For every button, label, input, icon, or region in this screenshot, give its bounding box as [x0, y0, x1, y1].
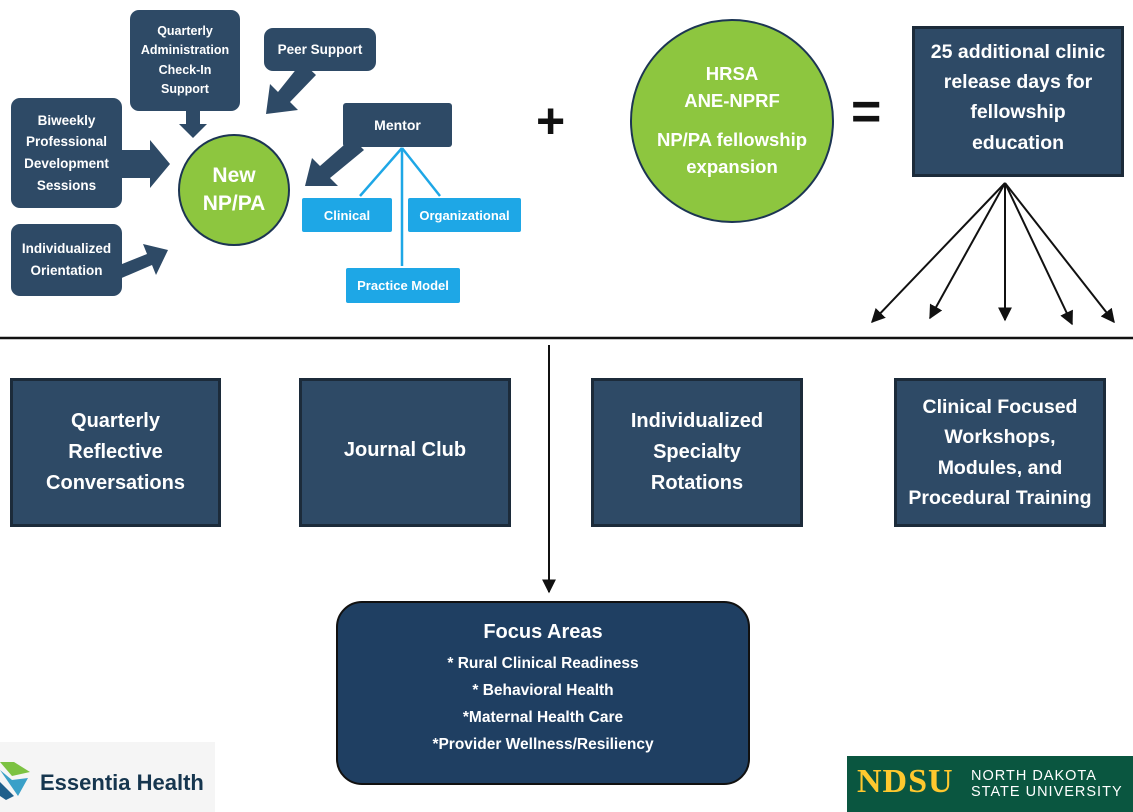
fan-arrows [871, 182, 1115, 326]
plus-sign: + [536, 93, 566, 149]
focus-item: *Maternal Health Care [462, 709, 624, 727]
component-specialty-rotations: Individualized Specialty Rotations [591, 378, 803, 527]
component-quarterly-reflective: Quarterly Reflective Conversations [10, 378, 221, 527]
ndsu-line2: STATE UNIVERSITY [971, 784, 1123, 800]
essentia-leaf-icon [0, 762, 30, 800]
thick-arrow-from-mentor [305, 138, 364, 186]
focus-areas-box: Focus Areas * Rural Clinical Readiness *… [336, 601, 750, 785]
thick-arrow-from-orientation [112, 244, 168, 280]
ndsu-line1: NORTH DAKOTA [971, 768, 1097, 784]
component-journal-club: Journal Club [299, 378, 511, 527]
result-box: 25 additional clinic release days for fe… [912, 26, 1124, 177]
focus-item: *Provider Wellness/Resiliency [432, 736, 654, 754]
thick-arrow-from-biweekly [122, 140, 170, 188]
new-np-pa-circle: New NP/PA [178, 134, 290, 246]
focus-item: * Rural Clinical Readiness [447, 655, 639, 672]
essentia-health-text: Essentia Health [40, 770, 204, 795]
individualized-orientation-box: Individualized Orientation [11, 224, 122, 296]
thick-arrow-from-peer-support [266, 62, 316, 114]
equals-sign: = [851, 83, 882, 141]
mentor-branch-lines [359, 147, 441, 266]
biweekly-box: Biweekly Professional Development Sessio… [11, 98, 122, 208]
clinical-box: Clinical [302, 198, 392, 232]
new-label: New [212, 163, 256, 187]
ndsu-logo: NDSU NORTH DAKOTA STATE UNIVERSITY [847, 756, 1133, 812]
quarterly-admin-box: Quarterly Administration Check-In Suppor… [130, 10, 240, 111]
hrsa-circle: HRSA ANE-NPRF NP/PA fellowship expansion [630, 19, 834, 223]
thick-arrow-from-quarterly-admin [179, 111, 207, 138]
organizational-box: Organizational [408, 198, 521, 232]
mentor-box: Mentor [343, 103, 452, 147]
essentia-health-logo: Essentia Health [0, 742, 215, 812]
ndsu-wordmark: NDSU [857, 763, 954, 800]
practice-model-box: Practice Model [346, 268, 460, 303]
component-clinical-workshops: Clinical Focused Workshops, Modules, and… [894, 378, 1106, 527]
focus-item: * Behavioral Health [472, 682, 614, 700]
np-pa-label: NP/PA [202, 192, 266, 215]
focus-areas-title: Focus Areas [483, 621, 603, 643]
peer-support-box: Peer Support [264, 28, 376, 71]
